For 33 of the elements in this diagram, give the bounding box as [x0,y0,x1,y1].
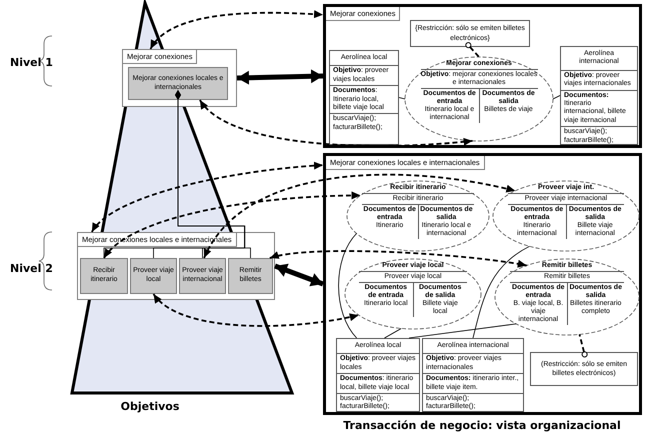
connector [578,334,588,358]
use-case-ellipse [492,180,640,252]
connector [465,42,480,58]
package-frame [77,232,275,300]
class-box [336,338,420,412]
view-panel [323,153,642,415]
double-arrow [236,69,324,85]
connector [91,162,324,233]
connector [384,328,402,338]
connector [199,99,473,147]
connector [150,10,324,50]
connector [103,192,361,259]
class-box [422,338,524,412]
package-frame [122,49,237,107]
connector [338,233,358,338]
level-label: Nivel 1 [10,56,53,69]
use-case-ellipse [404,56,554,142]
connector [270,250,527,268]
use-case-ellipse [344,258,482,330]
connector [203,174,516,258]
class-box [560,46,638,145]
connector [552,95,560,100]
double-arrow [274,264,324,286]
caption: Transacción de negocio: vista organizacional [342,419,622,432]
connector [398,97,406,100]
class-box [329,50,399,145]
view-panel [323,4,642,148]
level-label: Nivel 2 [10,262,53,275]
connector [408,323,516,338]
connector [472,246,530,338]
connector [152,293,359,327]
use-case-ellipse [346,180,490,252]
use-case-ellipse [494,258,640,336]
